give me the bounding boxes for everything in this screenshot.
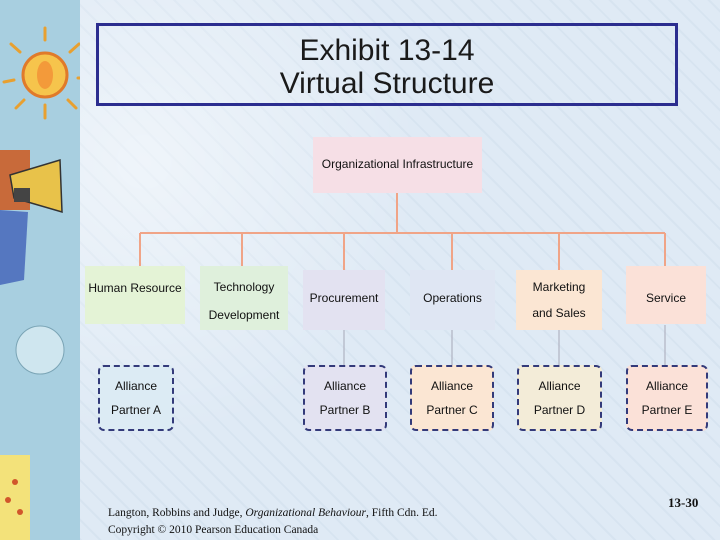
citation-book-title: Organizational Behaviour: [245, 507, 366, 519]
partner-label: Partner A: [110, 403, 162, 417]
alliance-partner-d: Alliance Partner D: [517, 365, 602, 431]
title-box: Exhibit 13-14 Virtual Structure: [96, 23, 678, 106]
function-label: Human Resource: [88, 281, 182, 295]
megaphone-person-icon: [0, 150, 63, 285]
partner-label: Partner C: [426, 403, 478, 417]
function-label: Operations: [423, 291, 482, 305]
function-label: Procurement: [309, 291, 379, 305]
tree-icon: [0, 325, 65, 540]
alliance-partner-b: Alliance Partner B: [303, 365, 387, 431]
alliance-partner-c: Alliance Partner C: [410, 365, 494, 431]
partner-label: Partner B: [319, 403, 371, 417]
title-line-2: Virtual Structure: [279, 67, 495, 100]
citation-authors: Langton, Robbins and Judge,: [108, 507, 246, 519]
partner-label: Alliance: [645, 379, 689, 393]
partner-label: Partner D: [533, 403, 586, 417]
function-box-human-resource: Human Resource: [85, 266, 185, 324]
partner-label: Alliance: [114, 379, 158, 393]
partner-label: Alliance: [323, 379, 367, 393]
function-label: Marketing: [532, 280, 586, 294]
function-box-technology-development: Technology Development: [200, 266, 288, 330]
sun-icon: [2, 26, 80, 120]
function-box-operations: Operations: [410, 270, 495, 330]
citation-footer: Langton, Robbins and Judge, Organization…: [108, 505, 438, 539]
function-box-procurement: Procurement: [303, 270, 385, 330]
decorative-illustration: [0, 0, 80, 540]
citation-line: Langton, Robbins and Judge, Organization…: [108, 505, 438, 522]
function-label: and Sales: [532, 306, 586, 320]
title-line-1: Exhibit 13-14: [299, 34, 475, 67]
function-box-service: Service: [626, 266, 706, 324]
citation-edition: , Fifth Cdn. Ed.: [366, 507, 438, 519]
function-label: Service: [645, 291, 686, 305]
function-box-marketing-sales: Marketing and Sales: [516, 270, 602, 330]
alliance-partner-e: Alliance Partner E: [626, 365, 708, 431]
function-label: Technology: [213, 280, 275, 294]
partner-label: Alliance: [538, 379, 581, 393]
partner-label: Alliance: [430, 379, 474, 393]
copyright-line: Copyright © 2010 Pearson Education Canad…: [108, 524, 319, 536]
partner-label: Partner E: [641, 403, 693, 417]
function-label: Development: [208, 308, 280, 322]
alliance-partner-a: Alliance Partner A: [98, 365, 174, 431]
organizational-infrastructure-box: Organizational Infrastructure: [313, 137, 482, 193]
page-number: 13-30: [668, 495, 699, 510]
